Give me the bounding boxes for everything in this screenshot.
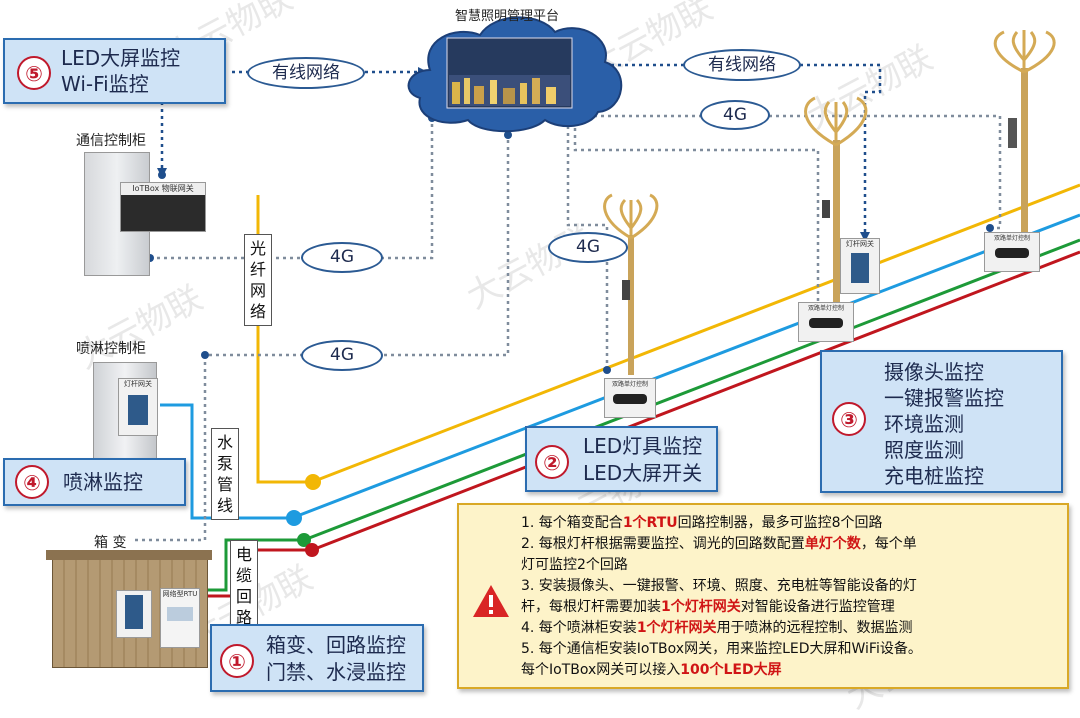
4g-oval-pole: 4G [548, 232, 628, 263]
callout-1-line-2: 门禁、水浸监控 [266, 660, 406, 684]
callout-box-circuit-monitoring: ① 箱变、回路监控 门禁、水浸监控 [210, 624, 424, 692]
note-line-5: 杆，每根灯杆需要加装1个灯杆网关对智能设备进行监控管理 [521, 599, 895, 615]
spray-gateway-label: 灯杆网关 [124, 380, 152, 388]
callout-number-3: ③ [832, 402, 866, 436]
box-transformer-roof [46, 550, 212, 560]
single-light-controller-2: 双路单灯控制 [798, 302, 854, 342]
pole-gateway-label: 灯杆网关 [846, 240, 874, 248]
fiber-network-label: 光纤网络 [244, 234, 272, 326]
iotbox-label: IoTBox 物联网关 [121, 183, 205, 195]
callout-5-line-2: Wi-Fi监控 [61, 72, 149, 96]
blue-line [160, 213, 1080, 520]
cable-circuit-label: 电缆回路 [230, 540, 258, 632]
single-light-label: 双路单灯控制 [993, 235, 1030, 242]
callout-2-line-2: LED大屏开关 [583, 461, 703, 485]
wired-network-oval-left: 有线网络 [247, 57, 365, 89]
callout-1-line-1: 箱变、回路监控 [266, 633, 406, 657]
cloud-icon [407, 16, 623, 133]
light-pole-2 [804, 96, 868, 305]
note-line-3: 灯可监控2个回路 [521, 557, 628, 573]
iotbox-gateway: IoTBox 物联网关 [120, 182, 206, 232]
note-line-4: 3. 安装摄像头、一键报警、环境、照度、充电桩等智能设备的灯 [521, 578, 917, 594]
4g-oval-low: 4G [301, 340, 383, 371]
light-pole-3 [993, 30, 1056, 253]
callout-3-line-3: 环境监测 [884, 412, 964, 436]
single-light-label: 双路单灯控制 [807, 305, 844, 312]
note-line-6: 4. 每个喷淋柜安装1个灯杆网关用于喷淋的远程控制、数据监测 [521, 620, 913, 636]
rtu-label: 网络型RTU [162, 590, 198, 598]
network-diagram-lines [135, 16, 1080, 598]
callout-3-line-5: 充电桩监控 [884, 464, 984, 488]
blue-node [286, 510, 302, 526]
platform-title: 智慧照明管理平台 [455, 9, 560, 24]
green-node [297, 533, 311, 547]
callout-led-wifi-monitoring: ⑤ LED大屏监控 Wi-Fi监控 [3, 38, 226, 104]
callout-3-line-1: 摄像头监控 [884, 360, 984, 384]
note-line-8: 每个IoTBox网关可以接入100个LED大屏 [521, 662, 782, 678]
callout-spray-monitoring: ④ 喷淋监控 [3, 458, 186, 506]
callout-led-light-monitoring: ② LED灯具监控 LED大屏开关 [525, 426, 718, 492]
note-line-7: 5. 每个通信柜安装IoTBox网关，用来监控LED大屏和WiFi设备。 [521, 641, 922, 657]
wired-network-oval-right: 有线网络 [683, 49, 801, 81]
callout-4-line-1: 喷淋监控 [63, 470, 143, 494]
spray-pole-gateway: 灯杆网关 [118, 378, 158, 436]
callout-2-line-1: LED灯具监控 [583, 434, 703, 458]
callout-number-4: ④ [15, 465, 49, 499]
light-pole-1 [603, 193, 659, 375]
single-light-label: 双路单灯控制 [611, 381, 648, 388]
note-line-2: 2. 每根灯杆根据需要监控、调光的回路数配置单灯个数，每个单 [521, 536, 917, 552]
callout-smart-device-monitoring: ③ 摄像头监控 一键报警监控 环境监测 照度监测 充电桩监控 [820, 350, 1063, 493]
callout-number-5: ⑤ [17, 56, 51, 90]
comm-cabinet-label: 通信控制柜 [76, 133, 146, 149]
callout-number-2: ② [535, 445, 569, 479]
notes-panel: 1. 每个箱变配合1个RTU回路控制器，最多可监控8个回路 2. 每根灯杆根据需… [457, 503, 1069, 689]
box-transformer-label: 箱 变 [94, 535, 127, 551]
red-node [305, 543, 319, 557]
callout-number-1: ① [220, 644, 254, 678]
single-light-controller-3: 双路单灯控制 [984, 232, 1040, 272]
pump-pipeline-label: 水泵管线 [211, 428, 239, 520]
note-line-1: 1. 每个箱变配合1个RTU回路控制器，最多可监控8个回路 [521, 515, 883, 531]
4g-oval-top: 4G [700, 100, 770, 130]
yellow-line [256, 183, 1080, 484]
yellow-node [305, 474, 321, 490]
callout-3-line-2: 一键报警监控 [884, 386, 1004, 410]
4g-oval-mid: 4G [301, 242, 383, 273]
rtu-meter: 网络型RTU [160, 588, 200, 648]
warning-icon [473, 585, 509, 617]
pole-gateway-device: 灯杆网关 [840, 238, 880, 294]
spray-cabinet-label: 喷淋控制柜 [76, 341, 146, 357]
rtu-device [116, 590, 152, 638]
callout-5-line-1: LED大屏监控 [61, 46, 181, 70]
callout-3-line-4: 照度监测 [884, 438, 964, 462]
single-light-controller-1: 双路单灯控制 [604, 378, 656, 418]
